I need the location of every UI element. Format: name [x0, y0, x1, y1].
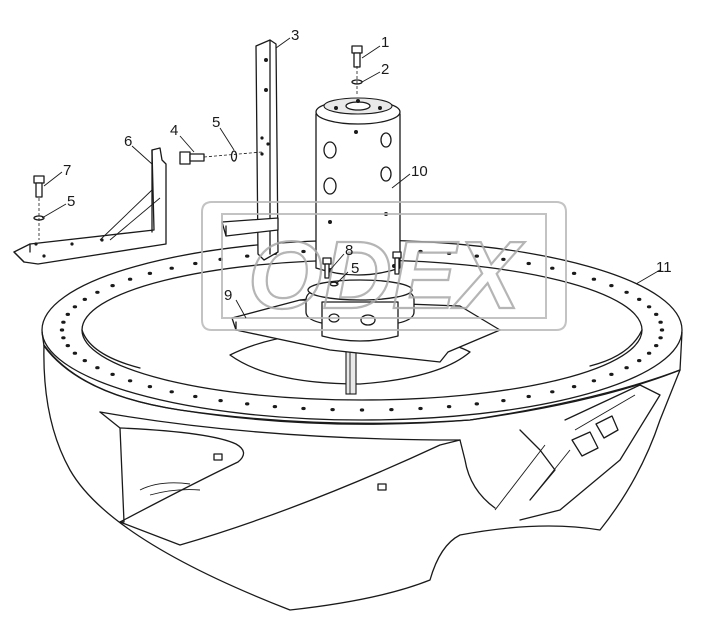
ring-bolt-hole [301, 249, 306, 254]
ring-bolt-hole [474, 402, 479, 406]
ring-bolt-holes [59, 248, 665, 412]
callout-9: 9 [224, 287, 232, 304]
vertical-bracket [221, 39, 279, 261]
ring-bolt-hole [95, 290, 100, 294]
ring-bolt-hole [591, 277, 597, 281]
callout-7: 7 [63, 162, 71, 179]
ring-bolt-hole [169, 390, 174, 394]
ring-bolt-hole [654, 344, 659, 348]
ring-bolt-hole [526, 394, 531, 399]
ring-bolt-hole [110, 284, 115, 288]
ring-bolt-hole [389, 408, 394, 412]
ring-bolt-hole [272, 405, 278, 409]
ring-bolt-hole [127, 277, 133, 281]
ring-bolt-hole [418, 249, 423, 254]
ring-bolt-hole [65, 344, 71, 348]
ring-bolt-hole [65, 312, 71, 316]
ring-bolt-hole [193, 394, 198, 399]
callout-4: 4 [170, 122, 178, 139]
ring-bolt-hole [446, 405, 452, 409]
ring-bolt-hole [654, 312, 659, 316]
callout-5-left: 5 [67, 193, 75, 210]
ring-bolt-hole [658, 320, 663, 324]
ring-bolt-hole [501, 399, 506, 403]
ring-bolt-hole [418, 406, 423, 411]
ring-bolt-hole [193, 261, 198, 266]
callout-2: 2 [381, 61, 389, 78]
ring-bolt-hole [474, 254, 479, 258]
ring-bolt-hole [72, 305, 78, 309]
ring-bolt-hole [95, 366, 100, 370]
ring-bolt-hole [245, 254, 250, 258]
ring-bolt-hole [658, 336, 663, 340]
ring-bolt-hole [637, 359, 642, 363]
callout-labels: 1 2 3 4 5 6 7 5 8 5 9 10 11 [63, 27, 672, 304]
ring-bolt-hole [550, 390, 555, 394]
ring-bolt-hole [624, 366, 629, 370]
ring-bolt-hole [446, 251, 452, 255]
ring-bolt-hole [359, 408, 365, 412]
ring-bolt-hole [624, 290, 629, 294]
ring-bolt-hole [169, 266, 174, 270]
ring-bolt-hole [127, 379, 133, 383]
ring-bolt-hole [245, 402, 250, 406]
ring-bolt-hole [82, 359, 88, 363]
ring-bolt-hole [571, 385, 577, 389]
l-bracket [13, 147, 167, 265]
swivel-column [305, 97, 415, 342]
callout-11: 11 [656, 259, 672, 276]
ring-bolt-hole [646, 351, 652, 355]
frame-housing [43, 344, 681, 611]
ring-bolt-hole [659, 328, 665, 332]
ring-bolt-hole [82, 297, 88, 301]
callout-5-upper: 5 [212, 114, 220, 131]
ring-bolt-hole [61, 336, 66, 340]
leader-lines [41, 37, 661, 319]
ring-bolt-hole [147, 385, 153, 389]
ring-bolt-hole [110, 372, 115, 376]
ring-bolt-hole [218, 399, 223, 403]
watermark: ODEX [201, 201, 567, 331]
callout-6: 6 [124, 133, 132, 150]
callout-3: 3 [291, 27, 299, 44]
callout-5-center: 5 [351, 260, 359, 277]
ring-bolt-hole [301, 406, 306, 411]
watermark-text: ODEX [248, 222, 525, 329]
callout-10: 10 [411, 163, 428, 180]
ring-bolt-hole [526, 261, 531, 266]
ring-bolt-hole [591, 379, 597, 383]
ring-bolt-hole [330, 408, 335, 412]
ring-bolt-hole [501, 257, 506, 261]
callout-8: 8 [345, 242, 353, 259]
ring-bolt-hole [571, 271, 577, 275]
callout-1: 1 [381, 34, 389, 51]
ring-bolt-hole [59, 328, 65, 332]
ring-bolt-hole [609, 284, 614, 288]
ring-bolt-hole [637, 297, 642, 301]
ring-bolt-hole [72, 351, 78, 355]
ring-bolt-hole [61, 320, 66, 324]
ring-bolt-hole [147, 271, 153, 275]
ring-bolt-hole [646, 305, 652, 309]
ring-bolt-hole [550, 266, 555, 270]
ring-bolt-hole [609, 372, 614, 376]
